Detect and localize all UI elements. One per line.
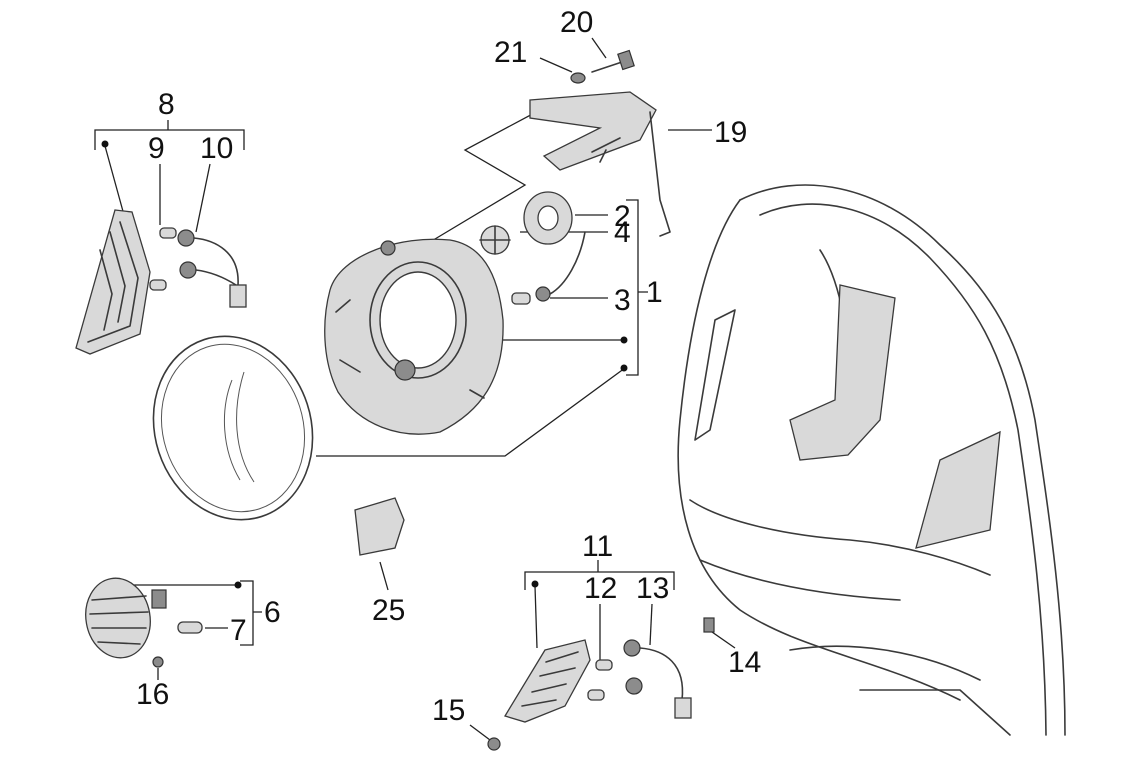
bulb-socket-wiring-13: [623, 639, 692, 719]
callout-13: 13: [636, 572, 669, 605]
connector-14: [703, 617, 715, 633]
bolt-20: [591, 49, 635, 73]
callout-2: 2: [614, 200, 631, 233]
clip-25: [354, 497, 405, 556]
callout-25: 25: [372, 594, 405, 627]
callout-12: 12: [584, 572, 617, 605]
callout-10: 10: [200, 132, 233, 165]
screw-15: [487, 737, 501, 751]
tail-light-bulb-7: [177, 621, 203, 634]
callout-11: 11: [582, 530, 613, 563]
bulb-9: [149, 227, 177, 291]
callout-20: 20: [560, 6, 593, 39]
callout-8: 8: [158, 88, 175, 121]
headlight-bulb-4: [479, 225, 511, 255]
side-indicator-lens-8: [75, 209, 151, 355]
tail-light-6: [85, 577, 167, 659]
side-indicator-lens-11: [504, 639, 591, 723]
callout-9: 9: [148, 132, 165, 165]
callout-7: 7: [230, 614, 247, 647]
callout-15: 15: [432, 694, 465, 727]
callout-6: 6: [264, 596, 281, 629]
front-shield-body: [677, 184, 1066, 736]
callout-3: 3: [614, 284, 631, 317]
callout-14: 14: [728, 646, 761, 679]
headlight-bracket-19: [529, 91, 671, 237]
headlight-housing: [324, 238, 504, 435]
callout-1: 1: [646, 276, 663, 309]
callout-numbers: 1 2 3 4 6 7 8 9 10 11 12 13 14 15 16 19 …: [136, 6, 761, 727]
bulb-12: [587, 659, 613, 701]
dust-cover-2: [523, 191, 573, 245]
bulb-socket-wiring-10: [177, 229, 247, 308]
callout-dots: [101, 140, 628, 589]
washer-21: [570, 72, 586, 84]
callout-19: 19: [714, 116, 747, 149]
leader-lines: [94, 37, 736, 741]
callout-21: 21: [494, 36, 527, 69]
callout-16: 16: [136, 678, 169, 711]
headlight-lens: [152, 335, 314, 521]
callout-4: 4: [614, 216, 631, 249]
parking-bulb-3: [511, 231, 586, 305]
screw-16: [152, 656, 164, 668]
